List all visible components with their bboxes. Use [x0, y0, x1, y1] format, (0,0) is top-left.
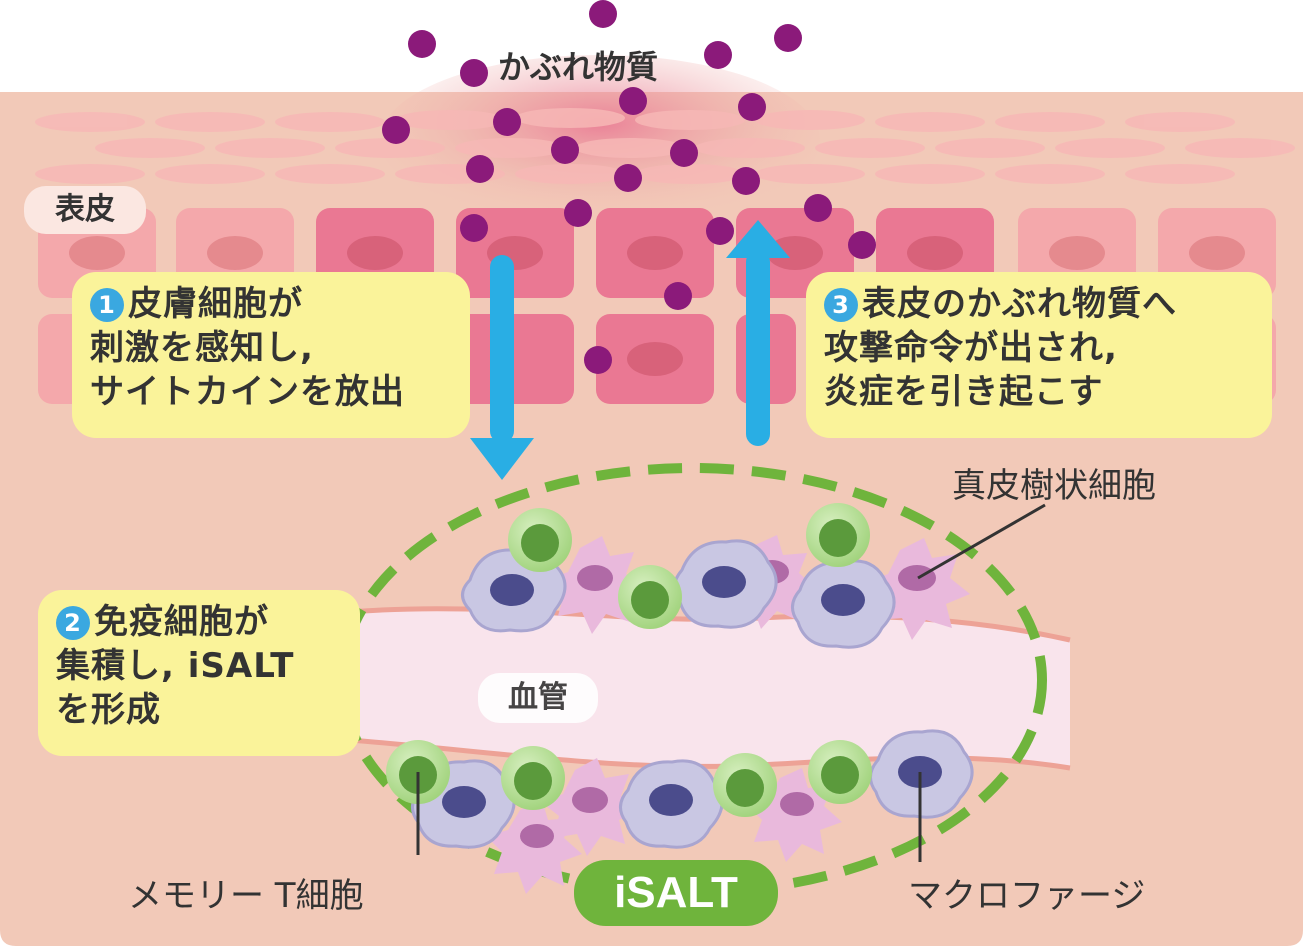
macrophage [619, 759, 724, 849]
step-1-line-3: サイトカインを放出 [90, 372, 405, 412]
blood-vessel-label: 血管 [478, 673, 598, 723]
stratum-corneum-cells [35, 108, 1295, 184]
memory-t-cell-label: メモリー T細胞 [128, 876, 364, 916]
macrophage [791, 559, 896, 649]
step-3-line-2: 攻撃命令が出され, [824, 328, 1118, 368]
leader-dendritic [917, 503, 1046, 580]
blood-vessel [350, 608, 1070, 768]
memory-t-cell [808, 740, 872, 804]
step-3-line-3: 炎症を引き起こす [824, 372, 1104, 412]
arrow-down-cytokine [470, 255, 534, 480]
memory-t-cell [501, 746, 565, 810]
macrophage-label: マクロファージ [908, 876, 1146, 916]
step-2-line-2: 集積し, iSALT [56, 646, 295, 686]
step-3-number: 3 [824, 288, 858, 322]
memory-t-cell [713, 753, 777, 817]
memory-t-cell [806, 503, 870, 567]
dendritic-cell [486, 800, 582, 894]
step-1-number: 1 [90, 288, 124, 322]
arrow-up-attack [726, 220, 790, 446]
allergen-title: かぶれ物質 [498, 48, 659, 86]
step-2-number: 2 [56, 606, 90, 640]
memory-t-cell [618, 565, 682, 629]
allergen-particles [382, 0, 876, 374]
memory-t-cell [508, 508, 572, 572]
isalt-badge: iSALT [574, 860, 778, 926]
epidermis-label: 表皮 [24, 186, 146, 234]
dermal-dendritic-cell-label: 真皮樹状細胞 [952, 466, 1156, 506]
step-1-line-2: 刺激を感知し, [90, 328, 314, 368]
step-2-line-3: を形成 [56, 690, 161, 730]
immune-cells-upper [461, 503, 970, 649]
